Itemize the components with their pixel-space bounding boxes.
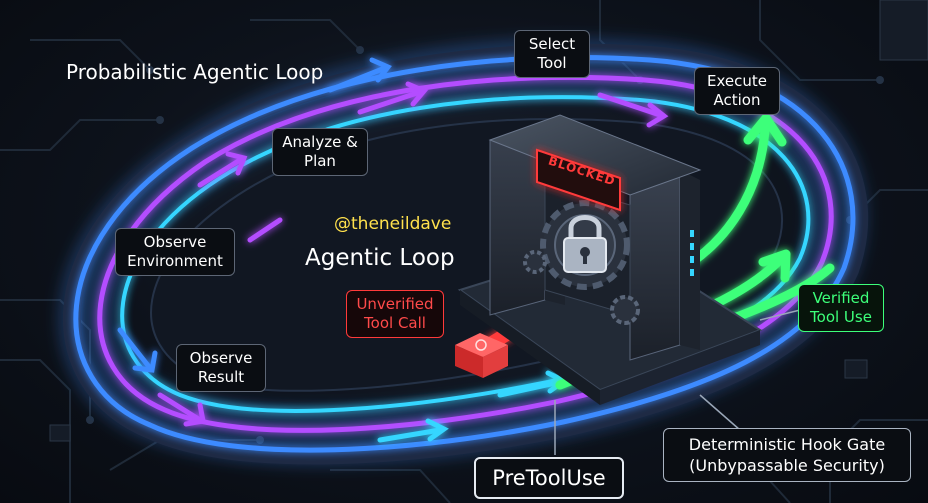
gate-right-pillar [629,169,700,361]
small-gear-icon [523,250,547,274]
loop-lane-blue [73,55,856,453]
step-observe-environment: Observe Environment [115,228,235,276]
step-select-tool: Select Tool [514,30,590,78]
verified-tool-use-label: Verified Tool Use [798,284,884,332]
loop-track-glow [57,37,868,467]
center-label: Agentic Loop [305,245,455,271]
small-gear-icon [610,295,640,325]
pretooluse-label: PreToolUse [474,457,624,499]
loop-lane-purple [97,74,834,433]
step-execute-action: Execute Action [694,67,780,115]
diagram-title: Probabilistic Agentic Loop [66,60,324,84]
hook-gate-label: Deterministic Hook Gate (Unbypassable Se… [663,428,911,482]
connector-lines [554,309,801,455]
step-analyze-plan: Analyze & Plan [272,128,368,176]
loop-lane-cyan [120,95,811,413]
loop-arrows [117,57,669,443]
unverified-tool-call-label: Unverified Tool Call [346,290,444,338]
watermark: @theneildave [334,214,452,234]
loop-track-outer [62,43,868,465]
tool-call-cube [455,333,508,378]
step-observe-result: Observe Result [176,344,266,392]
circuit-chips [49,0,928,442]
blocked-sign [536,148,621,212]
padlock-icon [563,215,607,273]
